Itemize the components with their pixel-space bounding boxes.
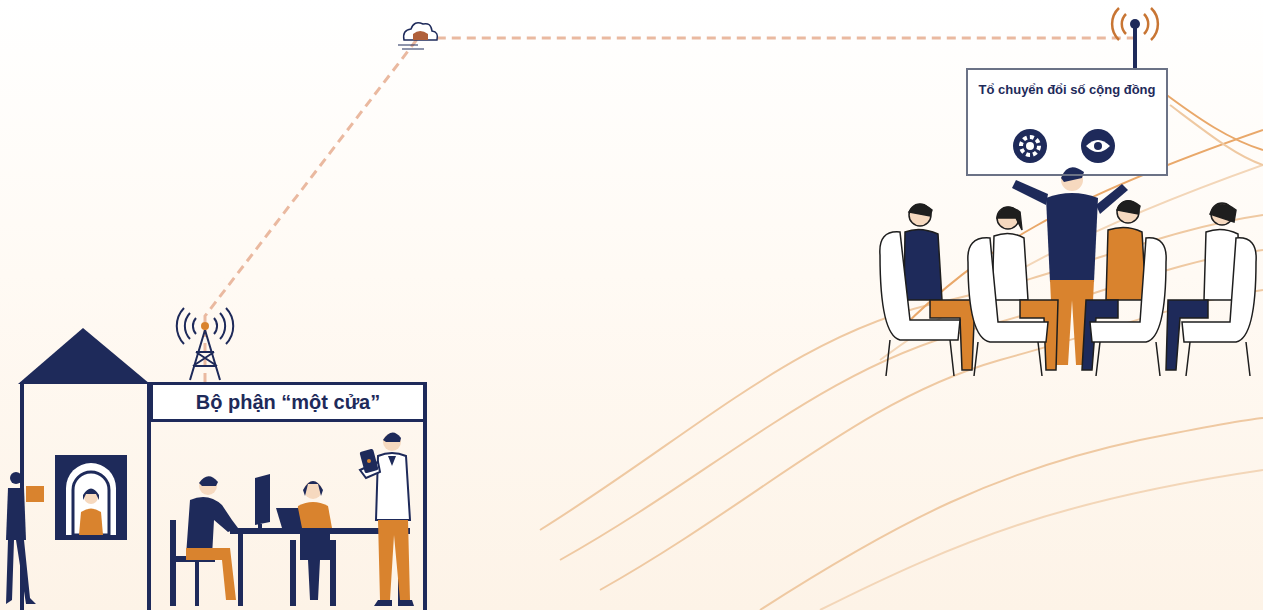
illustration-part [1106,227,1146,300]
illustration-part [276,508,302,528]
illustration-part [820,470,1263,610]
illustration-part [199,476,218,486]
illustration-part [1170,105,1263,165]
illustration-part [6,540,36,604]
illustration-part [383,433,401,451]
node-label: Bộ phận “một cửa” [196,391,381,414]
desk-and-staff [170,432,414,606]
illustration-part [968,238,1048,342]
illustration-part [413,31,428,40]
illustration-part [359,449,378,474]
illustration-part [1186,342,1250,376]
illustration-part [1130,19,1140,29]
illustration-part [1026,142,1034,150]
sign-box: Bộ phận “một cửa” [150,382,426,422]
illustration-part [904,229,942,300]
antenna-icon [1112,8,1158,68]
illustration-part [1012,180,1048,205]
building [18,328,425,610]
illustration-part [367,459,371,463]
illustration-part [190,330,220,380]
illustration-part [974,342,1042,376]
illustration-part [1090,238,1166,342]
illustration-part [186,497,238,556]
illustration-part [1160,90,1263,150]
illustration-part [1210,204,1236,222]
illustration-part [79,509,103,536]
illustration-part [1013,129,1047,163]
illustration-part [1096,342,1160,376]
illustration-part [255,474,270,525]
presentation-board [966,68,1168,176]
illustration-part [909,204,931,226]
illustration-part [374,600,414,606]
illustration-part [383,432,401,442]
illustration-part [1133,24,1137,68]
illustration-part [26,486,44,502]
citizen-figure [6,472,44,604]
illustration-part [1086,140,1110,152]
illustration-part [880,232,960,340]
illustration-part [177,308,233,344]
illustration-part [238,534,243,606]
illustration-part [303,481,323,496]
illustration-part [966,68,1168,176]
illustration-part [186,548,236,600]
illustration-part [296,502,332,528]
node-label: Tổ chuyển đổi số cộng đồng [979,82,1156,97]
illustration-part [1021,137,1039,155]
illustration-part [398,45,424,49]
illustration-part [201,322,209,330]
illustration-part [10,472,22,484]
cloud-icon [398,23,437,49]
illustration-part [760,418,1263,610]
illustration-part [55,455,127,540]
illustration-part [404,23,438,40]
illustration-part [540,215,1263,530]
illustration-part [1046,193,1098,282]
illustration-part [1182,238,1256,342]
illustration-part [18,328,150,384]
illustration-part [376,453,410,520]
illustration-part [1112,8,1158,40]
illustration-part [1117,201,1139,223]
illustration-part [997,207,1022,230]
illustration-part [199,477,217,495]
illustration-part [6,488,26,540]
radio-tower [177,308,233,380]
illustration-part [909,204,932,216]
illustration-part [1112,8,1158,40]
illustration-part [1122,14,1148,34]
seated-audience [880,201,1256,376]
illustration-part [290,540,336,606]
illustration-part [992,233,1028,300]
board-box: Tổ chuyển đổi số cộng đồng [966,68,1168,176]
illustration-part [1117,201,1140,214]
illustration-part [1081,129,1115,163]
illustration-part [388,456,396,466]
illustration-part [378,520,410,600]
illustration-part [300,534,330,600]
illustration-part [880,165,1263,360]
illustration-part [83,489,99,501]
illustration-part [66,463,116,535]
illustration-part [1094,142,1102,150]
illustration-part [73,472,109,535]
illustration-part [304,481,322,499]
illustration-part [886,340,954,376]
